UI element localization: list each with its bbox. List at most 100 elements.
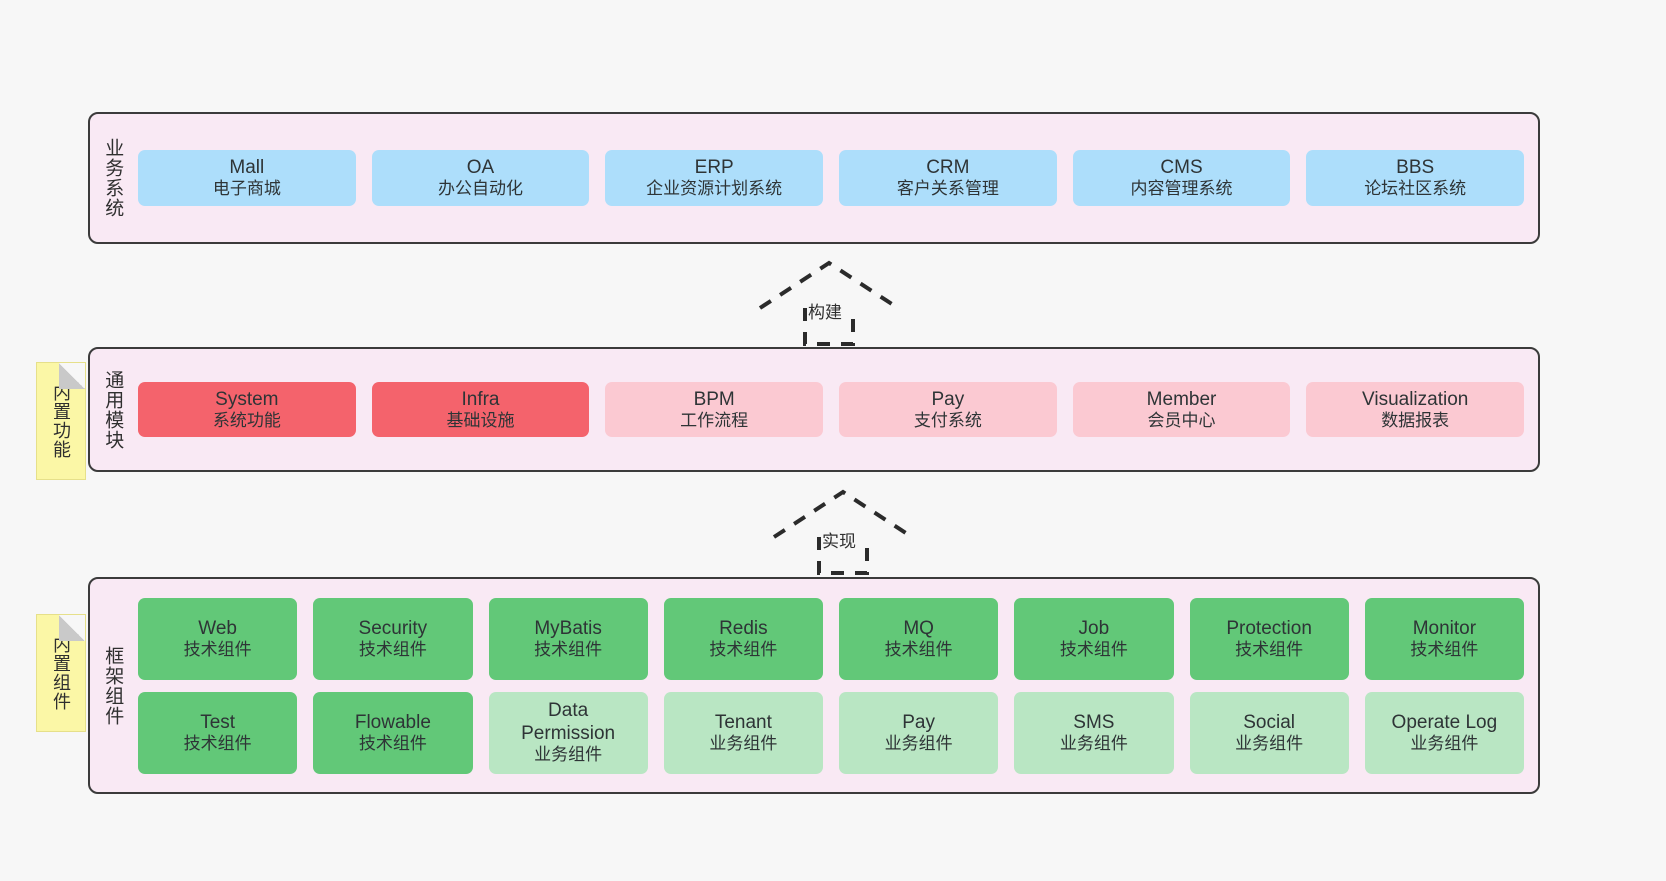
card-title: Test: [200, 711, 236, 733]
card-subtitle: 系统功能: [212, 410, 281, 430]
card-title: MyBatis: [534, 617, 602, 639]
card-visualization[interactable]: Visualization 数据报表: [1306, 381, 1525, 438]
layer-business-systems: 业务系统 Mall 电子商城 OA 办公自动化 ERP 企业资源计划系统 CRM…: [88, 112, 1540, 244]
card-subtitle: 业务组件: [1235, 733, 1304, 753]
card-infra[interactable]: Infra 基础设施: [371, 381, 590, 438]
card-sms[interactable]: SMS 业务组件: [1014, 691, 1174, 774]
card-row: Web 技术组件 Security 技术组件 MyBatis 技术组件 Redi…: [138, 597, 1524, 680]
card-subtitle: 业务组件: [534, 745, 603, 765]
card-title: MQ: [903, 617, 934, 639]
card-title: Web: [198, 617, 237, 639]
card-title: Tenant: [714, 711, 772, 733]
card-row: System 系统功能 Infra 基础设施 BPM 工作流程 Pay 支付系统…: [138, 381, 1525, 438]
card-subtitle: 业务组件: [884, 733, 953, 753]
card-operate-log[interactable]: Operate Log 业务组件: [1364, 691, 1524, 774]
sticky-note-builtin-features: 内置功能: [36, 362, 86, 480]
card-job[interactable]: Job 技术组件: [1014, 597, 1174, 680]
card-flowable[interactable]: Flowable 技术组件: [313, 691, 473, 774]
card-subtitle: 支付系统: [913, 410, 982, 430]
card-subtitle: 数据报表: [1381, 410, 1450, 430]
card-title: ERP: [694, 157, 734, 179]
build-arrow: 构建: [756, 258, 902, 346]
card-subtitle: 业务组件: [1410, 733, 1479, 753]
card-title: Flowable: [354, 711, 431, 733]
card-mq[interactable]: MQ 技术组件: [839, 597, 999, 680]
card-subtitle: 客户关系管理: [896, 179, 999, 199]
card-redis[interactable]: Redis 技术组件: [663, 597, 823, 680]
card-subtitle: 技术组件: [534, 639, 603, 659]
card-subtitle: 技术组件: [884, 639, 953, 659]
card-web[interactable]: Web 技术组件: [138, 597, 298, 680]
card-mall[interactable]: Mall 电子商城: [138, 150, 356, 206]
card-title: Social: [1243, 711, 1295, 733]
card-title: Mall: [229, 157, 265, 179]
card-subtitle: 技术组件: [358, 639, 427, 659]
card-title: Member: [1146, 388, 1217, 410]
card-title-2: Permission: [521, 723, 616, 745]
card-subtitle: 电子商城: [212, 179, 281, 199]
card-title: Infra: [461, 388, 500, 410]
card-title: Data: [548, 699, 589, 721]
card-title: BPM: [693, 388, 735, 410]
card-security[interactable]: Security 技术组件: [313, 597, 473, 680]
card-bbs[interactable]: BBS 论坛社区系统: [1306, 150, 1525, 206]
card-subtitle: 基础设施: [446, 410, 515, 430]
card-title: Pay: [902, 711, 935, 733]
card-subtitle: 论坛社区系统: [1364, 179, 1467, 199]
card-subtitle: 办公自动化: [438, 179, 523, 199]
implement-arrow-label: 实现: [822, 532, 856, 551]
card-crm[interactable]: CRM 客户关系管理: [839, 150, 1057, 206]
card-subtitle: 技术组件: [1410, 639, 1479, 659]
card-subtitle: 业务组件: [709, 733, 778, 753]
card-subtitle: 技术组件: [709, 639, 778, 659]
sticky-note-builtin-components: 内置组件: [36, 614, 86, 732]
layer-body-common-modules: System 系统功能 Infra 基础设施 BPM 工作流程 Pay 支付系统…: [134, 349, 1538, 470]
layer-title-common-modules: 通用模块: [102, 369, 124, 450]
card-subtitle: 技术组件: [358, 733, 427, 753]
card-title: Monitor: [1412, 617, 1477, 639]
layer-body-business-systems: Mall 电子商城 OA 办公自动化 ERP 企业资源计划系统 CRM 客户关系…: [134, 114, 1538, 242]
card-subtitle: 内容管理系统: [1130, 179, 1233, 199]
card-title: Pay: [931, 388, 965, 410]
card-title: Security: [358, 617, 428, 639]
sticky-note-label: 内置组件: [51, 635, 71, 711]
build-arrow-label: 构建: [808, 303, 842, 322]
card-row: Mall 电子商城 OA 办公自动化 ERP 企业资源计划系统 CRM 客户关系…: [138, 150, 1525, 206]
card-title: BBS: [1396, 157, 1435, 179]
layer-framework-components: 框架组件 Web 技术组件 Security 技术组件 MyBatis 技术组件…: [88, 577, 1540, 794]
layer-body-framework-components: Web 技术组件 Security 技术组件 MyBatis 技术组件 Redi…: [134, 579, 1538, 792]
card-subtitle: 会员中心: [1147, 410, 1216, 430]
card-subtitle: 技术组件: [1059, 639, 1128, 659]
card-mybatis[interactable]: MyBatis 技术组件: [488, 597, 648, 680]
card-cms[interactable]: CMS 内容管理系统: [1072, 150, 1291, 206]
card-title: OA: [466, 157, 495, 179]
card-member[interactable]: Member 会员中心: [1072, 381, 1291, 438]
card-subtitle: 工作流程: [680, 410, 749, 430]
card-test[interactable]: Test 技术组件: [138, 691, 298, 774]
card-oa[interactable]: OA 办公自动化: [371, 150, 590, 206]
card-data-permission[interactable]: Data Permission 业务组件: [488, 691, 648, 774]
card-title: Job: [1078, 617, 1110, 639]
card-social[interactable]: Social 业务组件: [1189, 691, 1349, 774]
card-protection[interactable]: Protection 技术组件: [1189, 597, 1349, 680]
card-subtitle: 技术组件: [1235, 639, 1304, 659]
card-title: Protection: [1226, 617, 1312, 639]
card-system[interactable]: System 系统功能: [138, 381, 356, 438]
card-title: CRM: [926, 157, 970, 179]
card-row: Test 技术组件 Flowable 技术组件 Data Permission …: [138, 691, 1524, 774]
card-pay[interactable]: Pay 支付系统: [839, 381, 1057, 438]
card-pay-biz[interactable]: Pay 业务组件: [839, 691, 999, 774]
card-title: System: [215, 388, 279, 410]
card-title: Redis: [719, 617, 768, 639]
layer-common-modules: 通用模块 System 系统功能 Infra 基础设施 BPM 工作流程 Pay…: [88, 347, 1540, 472]
card-bpm[interactable]: BPM 工作流程: [605, 381, 824, 438]
card-subtitle: 业务组件: [1059, 733, 1128, 753]
card-tenant[interactable]: Tenant 业务组件: [663, 691, 823, 774]
card-monitor[interactable]: Monitor 技术组件: [1364, 597, 1524, 680]
sticky-note-label: 内置功能: [51, 383, 71, 459]
implement-arrow: 实现: [770, 487, 916, 575]
card-subtitle: 技术组件: [183, 733, 252, 753]
card-title: Visualization: [1362, 388, 1469, 410]
card-erp[interactable]: ERP 企业资源计划系统: [605, 150, 824, 206]
